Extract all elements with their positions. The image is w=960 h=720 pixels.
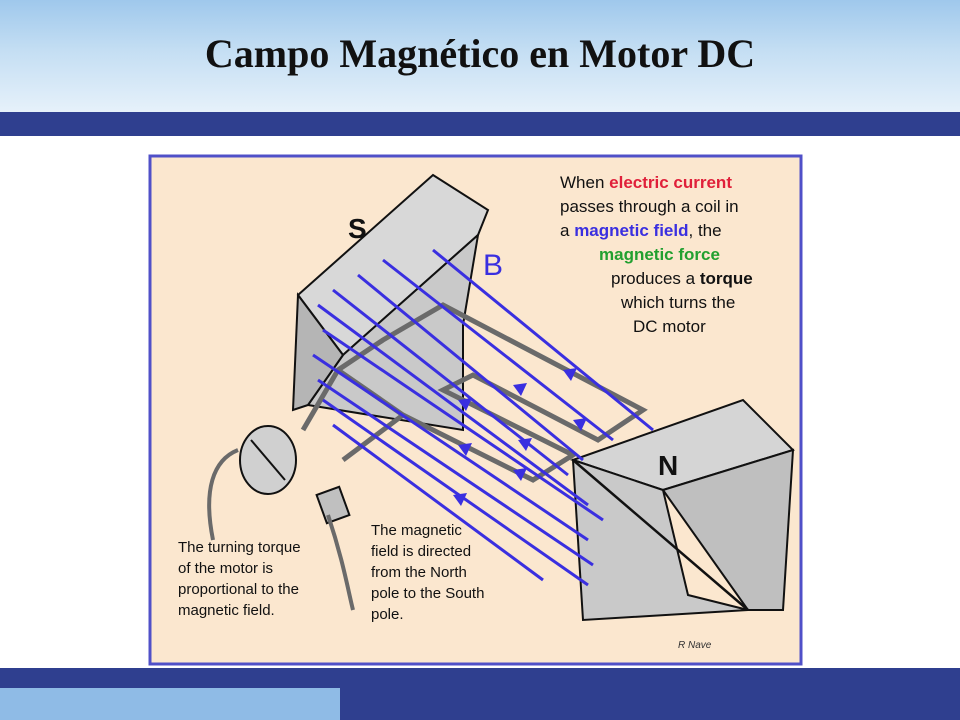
caption-left-line: proportional to the — [178, 581, 299, 598]
caption-mid-line: pole to the South — [371, 585, 484, 602]
caption-mid-line: pole. — [371, 606, 404, 623]
commutator — [207, 425, 355, 611]
top-caption: When electric current passes through a c… — [560, 173, 753, 336]
caption-mid-line: The magnetic — [371, 522, 462, 539]
caption-mid-line: from the North — [371, 564, 467, 581]
caption-top-line1: When electric current — [560, 173, 732, 192]
field-b-label: B — [483, 249, 503, 282]
footer-bar — [0, 668, 960, 688]
south-pole-label: S — [348, 213, 367, 244]
caption-top-line5: produces a torque — [611, 269, 753, 288]
caption-top-line6: which turns the — [620, 293, 735, 312]
caption-left-line: magnetic field. — [178, 602, 275, 619]
caption-left-line: The turning torque — [178, 539, 301, 556]
slide-title: Campo Magnético en Motor DC — [204, 31, 756, 76]
caption-top-line2: passes through a coil in — [560, 197, 739, 216]
caption-top-line4: magnetic force — [599, 245, 720, 264]
dc-motor-diagram: S N B When electric current passes throu… — [143, 140, 817, 670]
credit-label: R Nave — [678, 640, 712, 651]
footer-light-block — [0, 688, 340, 720]
header-bar — [0, 112, 960, 136]
caption-top-line3: a magnetic field, the — [560, 221, 722, 240]
footer-dark-block — [340, 688, 960, 720]
field-arrows — [453, 368, 587, 506]
left-caption: The turning torque of the motor is propo… — [178, 539, 301, 619]
slide-header — [0, 0, 960, 112]
caption-left-line: of the motor is — [178, 560, 273, 577]
caption-mid-line: field is directed — [371, 543, 471, 560]
middle-caption: The magnetic field is directed from the … — [371, 522, 484, 623]
north-pole-label: N — [658, 450, 678, 481]
north-magnet — [569, 398, 795, 622]
magnetic-field-lines — [312, 248, 654, 587]
coil-loop — [300, 302, 648, 483]
caption-top-line7: DC motor — [633, 317, 706, 336]
